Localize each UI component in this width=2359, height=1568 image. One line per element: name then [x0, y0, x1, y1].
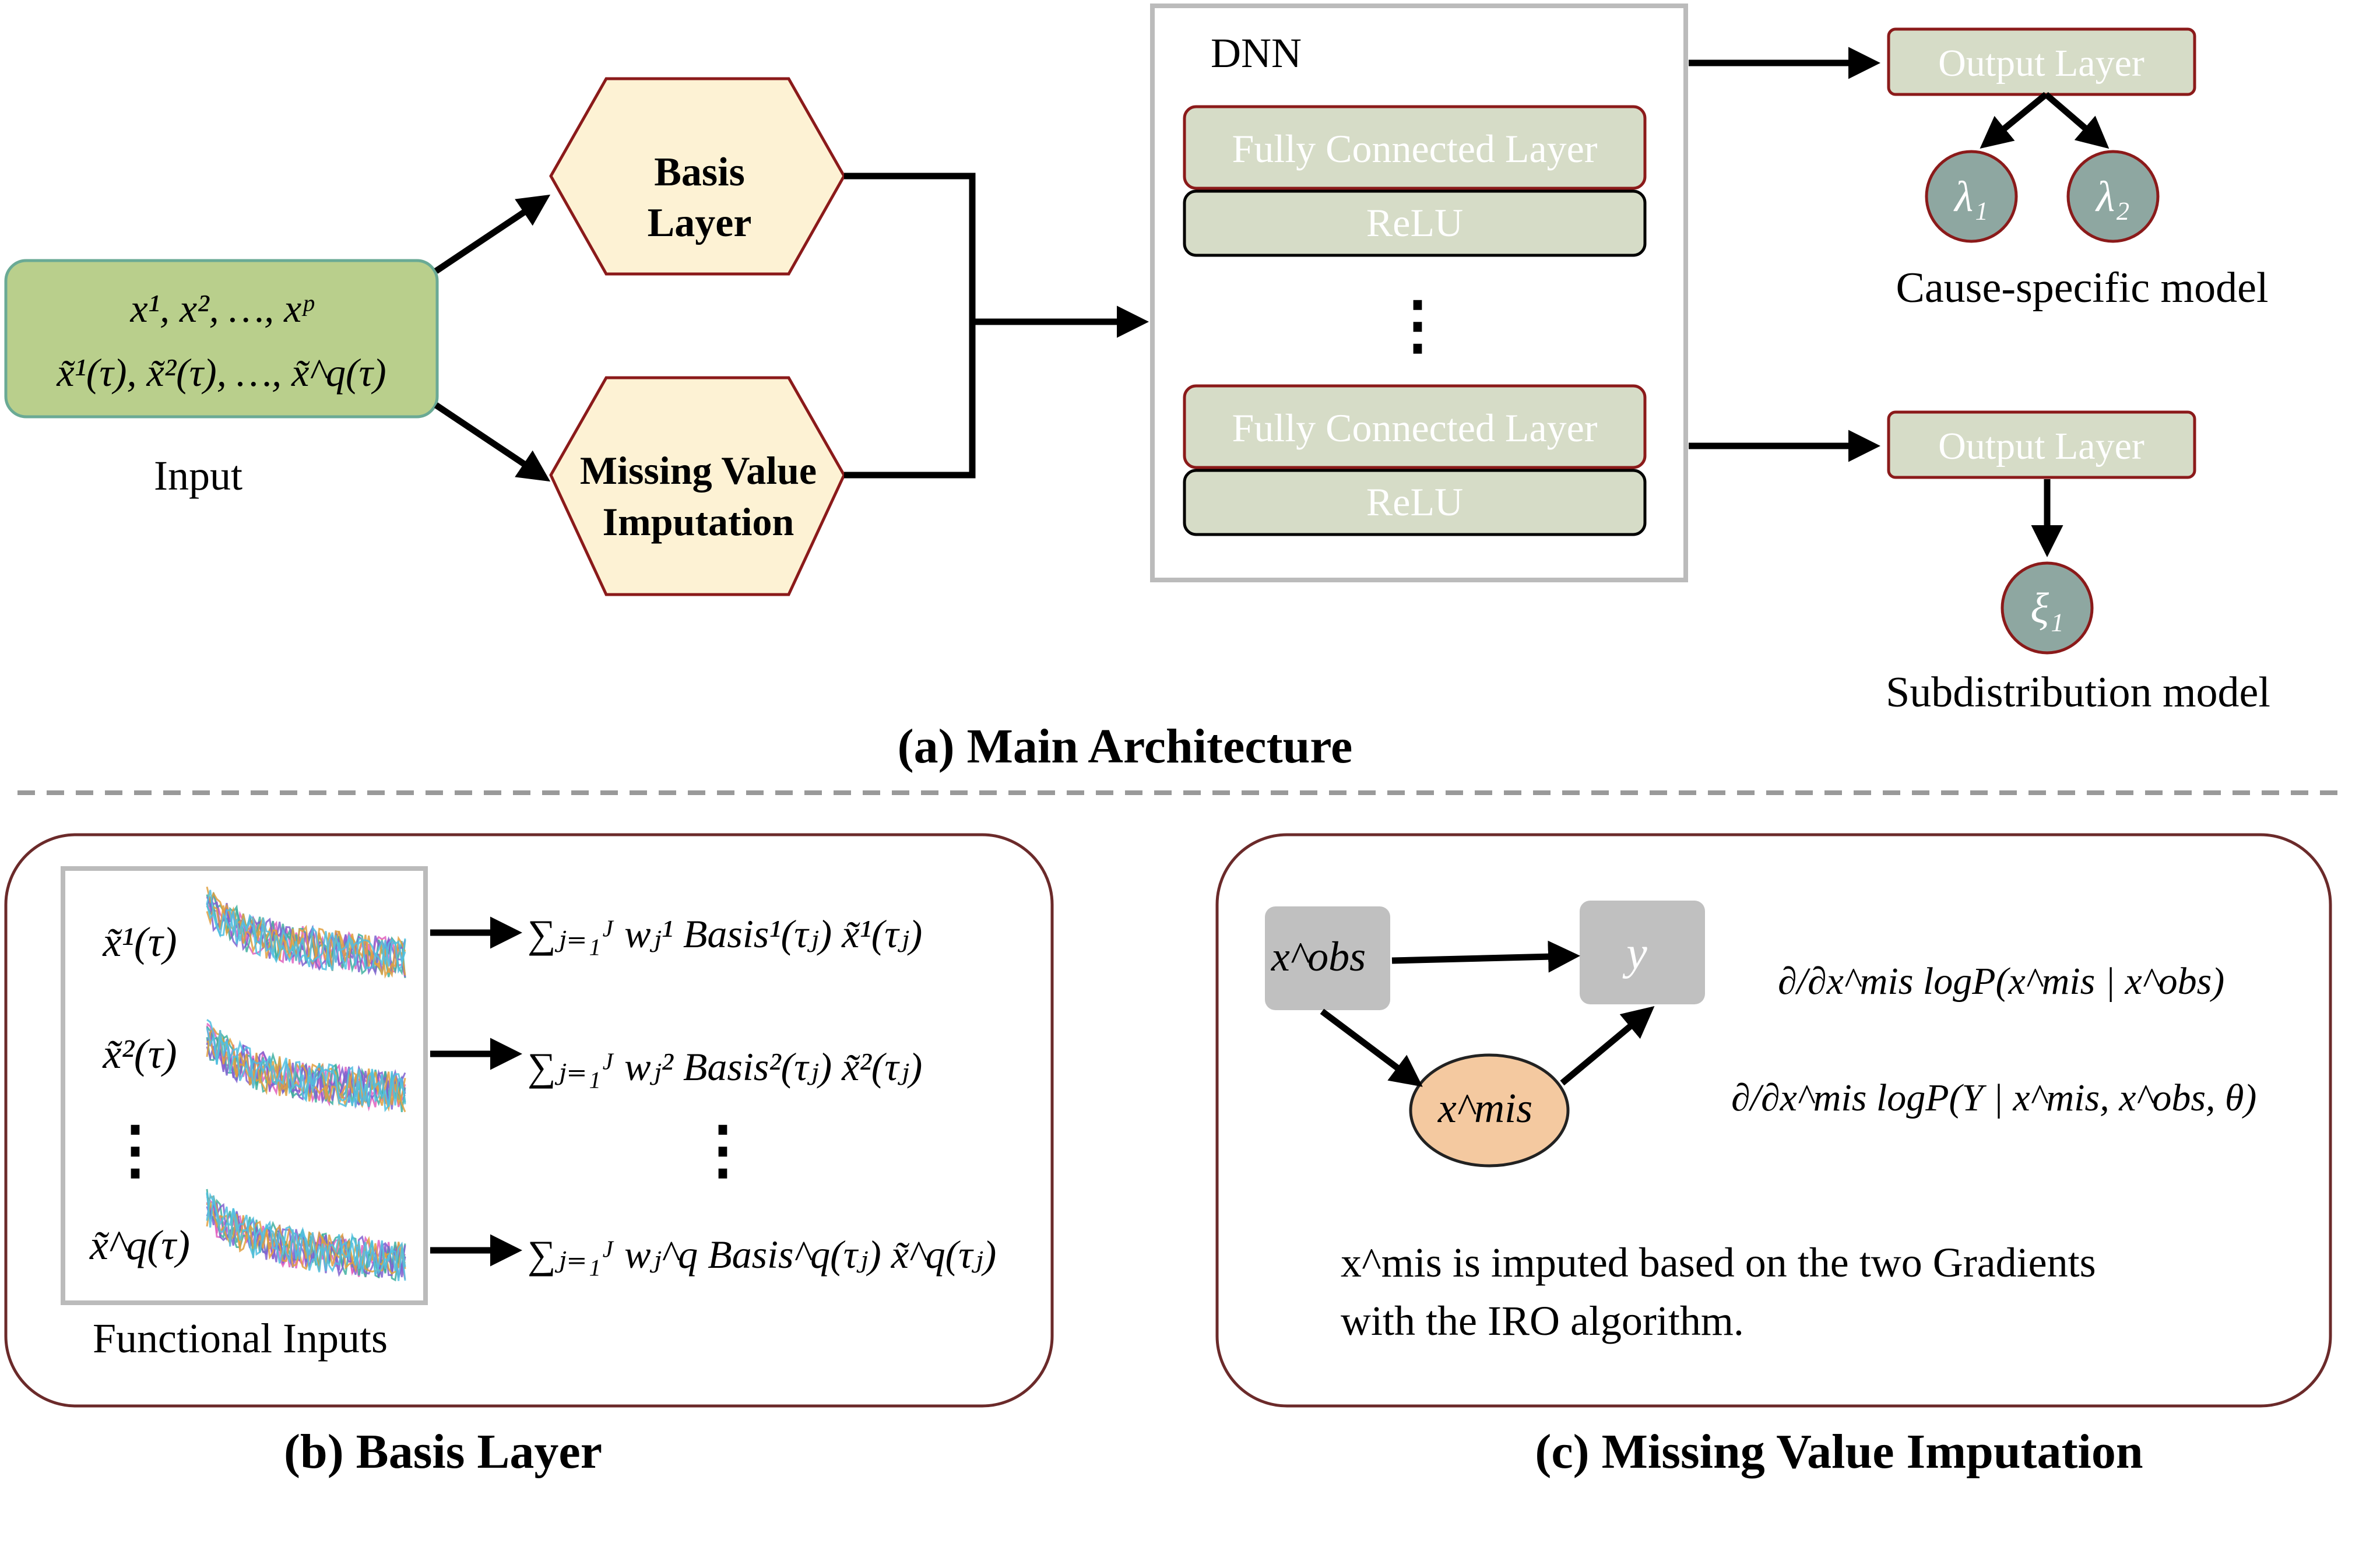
- relu-1-label: ReLU: [1366, 201, 1463, 245]
- signal-plot-2: [206, 1019, 406, 1113]
- lambda-1-label: λ₁: [1953, 173, 1988, 221]
- signal-trace: [206, 1202, 406, 1275]
- fc-layer-2-label: Fully Connected Layer: [1232, 406, 1598, 450]
- arrow-cause-to-lambda2: [2044, 92, 2110, 149]
- xi-1-node[interactable]: [2001, 561, 2094, 655]
- x-mis-node[interactable]: [1409, 1053, 1570, 1168]
- functional-inputs-label: Functional Inputs: [93, 1315, 388, 1362]
- basis-formula-ellipsis: ⋮: [691, 1115, 755, 1186]
- arrow-input-to-imputation: [434, 402, 551, 482]
- panel-a-caption: (a) Main Architecture: [898, 719, 1353, 774]
- functional-input-q: x̃^q(τ): [89, 1222, 190, 1268]
- y-node[interactable]: [1580, 901, 1705, 1004]
- lambda-1-node[interactable]: [1925, 150, 2018, 243]
- x-obs-node[interactable]: [1265, 906, 1390, 1010]
- relu-2-label: ReLU: [1366, 480, 1463, 524]
- y-label: y: [1622, 928, 1647, 979]
- gradient-2: ∂/∂x^mis logP(Y | x^mis, x^obs, θ): [1731, 1077, 2256, 1119]
- panel-c-caption: (c) Missing Value Imputation: [1535, 1425, 2143, 1479]
- imputation-note-line-1: x^mis is imputed based on the two Gradie…: [1341, 1239, 2096, 1286]
- functional-input-ellipsis: ⋮: [103, 1115, 167, 1186]
- input-line-2: x̃¹(τ), x̃²(τ), …, x̃^q(τ): [56, 350, 386, 395]
- gradient-1: ∂/∂x^mis logP(x^mis | x^obs): [1778, 960, 2224, 1003]
- dnn-ellipsis: ⋮: [1386, 290, 1450, 361]
- signal-plot-q: [206, 1189, 406, 1282]
- sub-output-label: Output Layer: [1938, 425, 2144, 467]
- cause-specific-caption: Cause-specific model: [1896, 264, 2268, 312]
- x-obs-label: x^obs: [1271, 933, 1366, 980]
- signal-plot-1: [206, 886, 406, 979]
- lambda-2-node[interactable]: [2066, 150, 2160, 243]
- signal-trace: [206, 1031, 406, 1106]
- signal-trace: [206, 896, 406, 973]
- panel-c: x^obs y x^mis ∂/∂x^mis logP(x^mis | x^ob…: [1215, 833, 2332, 1479]
- input-label: Input: [154, 452, 242, 499]
- subdistribution-caption: Subdistribution model: [1886, 669, 2270, 716]
- xi-1-label: ξ₁: [2030, 585, 2063, 632]
- signal-trace: [206, 905, 406, 975]
- imputation-hex-line2: Imputation: [603, 500, 794, 544]
- basis-hex-line2: Layer: [648, 201, 752, 245]
- imputation-panel-frame: [1215, 833, 2332, 1408]
- imputation-note-line-2: with the IRO algorithm.: [1341, 1298, 1744, 1344]
- arrow-mis-to-y: [1560, 1006, 1655, 1086]
- panel-b-caption: (b) Basis Layer: [284, 1425, 602, 1479]
- cause-output-label: Output Layer: [1938, 42, 2144, 85]
- relu-1[interactable]: [1183, 189, 1647, 257]
- arrow-obs-to-y: [1391, 940, 1580, 973]
- functional-input-1: x̃¹(τ): [102, 919, 177, 965]
- dnn-title: DNN: [1211, 30, 1302, 76]
- basis-hex-line1: Basis: [654, 150, 745, 195]
- fc-layer-1-label: Fully Connected Layer: [1232, 126, 1598, 171]
- relu-2[interactable]: [1183, 469, 1647, 536]
- functional-input-2: x̃²(τ): [102, 1031, 177, 1077]
- signal-trace: [206, 890, 406, 974]
- input-box[interactable]: [4, 259, 439, 419]
- x-mis-label: x^mis: [1437, 1085, 1532, 1131]
- arrow-obs-to-mis: [1320, 1008, 1423, 1087]
- lambda-2-label: λ₂: [2095, 173, 2130, 221]
- panel-b: x̃¹(τ) x̃²(τ) ⋮ x̃^q(τ) Functional Input…: [4, 833, 1054, 1479]
- signal-trace: [206, 903, 406, 971]
- basis-formula-q: ∑ⱼ₌₁ᴶ wⱼ^q Basis^q(τⱼ) x̃^q(τⱼ): [528, 1232, 996, 1277]
- arrow-cause-to-lambda1: [1980, 92, 2048, 149]
- imputation-hex-line1: Missing Value: [580, 448, 817, 493]
- fc-layer-1[interactable]: [1183, 105, 1647, 190]
- merge-connector: [844, 173, 976, 479]
- fc-layer-2[interactable]: [1183, 384, 1647, 469]
- sub-output-layer[interactable]: [1887, 410, 2196, 479]
- signal-trace: [206, 1027, 406, 1113]
- basis-formula-1: ∑ⱼ₌₁ᴶ wⱼ¹ Basis¹(τⱼ) x̃¹(τⱼ): [528, 912, 922, 956]
- panel-a: x¹, x², …, xᵖ x̃¹(τ), x̃²(τ), …, x̃^q(τ)…: [4, 3, 2270, 774]
- signal-trace: [206, 1192, 406, 1275]
- basis-formula-2: ∑ⱼ₌₁ᴶ wⱼ² Basis²(τⱼ) x̃²(τⱼ): [528, 1045, 922, 1089]
- arrow-input-to-basis: [434, 194, 551, 274]
- input-line-1: x¹, x², …, xᵖ: [129, 286, 314, 331]
- signal-trace: [206, 1019, 406, 1108]
